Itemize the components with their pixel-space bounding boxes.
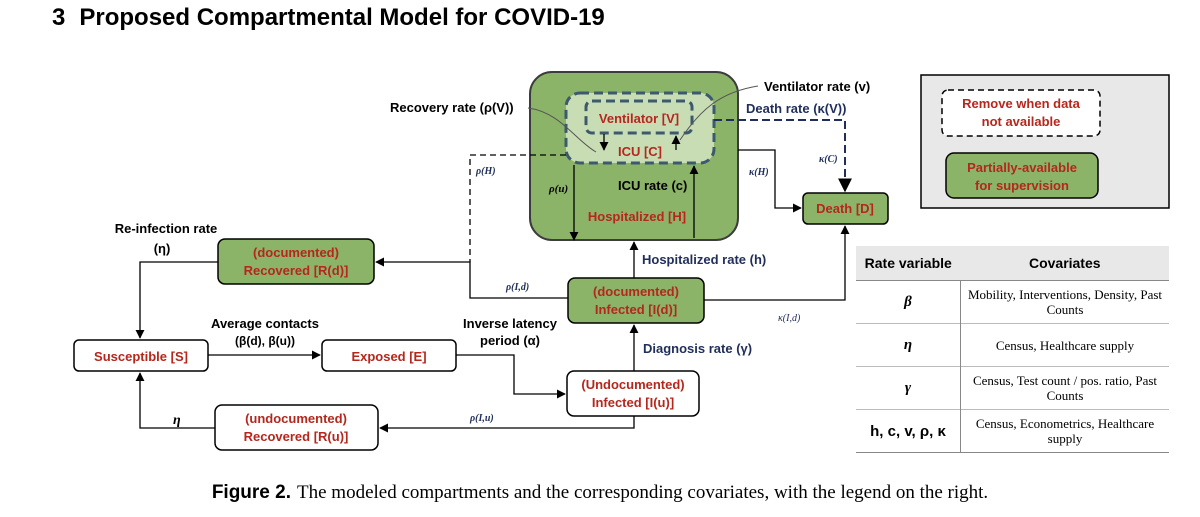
doc-recovered-line2: Recovered [R(d)] [244, 263, 349, 278]
rho-id-label: ρ(I,d) [505, 282, 529, 293]
reinfection-eta-label: (η) [154, 241, 171, 256]
death-box [802, 192, 889, 225]
arrow-rd-to-s [135, 261, 218, 339]
icu-rate-label: ICU rate (c) [618, 178, 687, 193]
death-label: Death [D] [816, 201, 874, 216]
covariates-table: Rate variable Covariates β Mobility, Int… [856, 246, 1169, 453]
arrow-iu-to-ru [379, 416, 635, 433]
inv-latency-alpha-label: period (α) [480, 333, 540, 348]
table-cell-cov: Mobility, Interventions, Density, Past C… [960, 280, 1169, 324]
inv-latency-label: Inverse latency [463, 316, 558, 331]
section-heading: 3 Proposed Compartmental Model for COVID-… [52, 4, 605, 32]
ventilator-label: Ventilator [V] [599, 111, 679, 126]
table-row: h, c, v, ρ, κ Census, Econometrics, Heal… [856, 409, 1169, 453]
arrow-id-to-rd [375, 257, 568, 299]
undoc-infected-line1: (Undocumented) [581, 377, 684, 392]
ventilator-rate-label: Ventilator rate (v) [764, 79, 870, 94]
caption-text: The modeled compartments and the corresp… [297, 482, 989, 503]
legend-partial-line2: for supervision [975, 178, 1069, 193]
kappa-id-label: κ(I,d) [778, 313, 801, 324]
caption-label: Figure 2. [211, 482, 291, 503]
table-row: β Mobility, Interventions, Density, Past… [856, 280, 1169, 324]
recovery-rate-label: Recovery rate (ρ(V)) [390, 100, 514, 115]
table-row: γ Census, Test count / pos. ratio, Past … [856, 366, 1169, 410]
diagnosis-rate-label: Diagnosis rate (γ) [643, 341, 752, 356]
arrow-e-to-iu [456, 354, 566, 399]
table-cell-cov: Census, Econometrics, Healthcare supply [960, 409, 1169, 453]
legend-partial-swatch [945, 152, 1099, 199]
table-cell-var: h, c, v, ρ, κ [856, 409, 961, 453]
table-cell-cov: Census, Test count / pos. ratio, Past Co… [960, 366, 1169, 410]
arrow-icu-to-d [714, 119, 852, 193]
rho-u-label: ρ(u) [548, 183, 568, 195]
table-cell-var: β [856, 280, 961, 324]
table-cell-var: η [856, 323, 961, 367]
eta-label: η [173, 413, 181, 428]
table-row: η Census, Healthcare supply [856, 323, 1169, 367]
avg-contacts-label: Average contacts [211, 316, 319, 331]
ventilator-region [584, 99, 694, 135]
susceptible-label: Susceptible [S] [94, 349, 188, 364]
death-rate-label: Death rate (κ(V)) [746, 101, 846, 116]
recovery-rate-leader [527, 107, 597, 153]
doc-infected-line2: Infected [I(d)] [595, 302, 677, 317]
undoc-infected-line2: Infected [I(u)] [592, 395, 674, 410]
section-number: 3 [52, 4, 66, 31]
ventilator-rate-leader [679, 85, 759, 141]
undoc-recovered-line2: Recovered [R(u)] [244, 429, 349, 444]
arrow-icu-to-rd-dashed [469, 154, 566, 262]
doc-recovered-line1: (documented) [253, 245, 339, 260]
hospitalized-label: Hospitalized [H] [588, 209, 686, 224]
table-header-row: Rate variable Covariates [856, 246, 1169, 281]
arrow-h-to-d [738, 149, 802, 213]
undoc-recovered-line1: (undocumented) [245, 411, 347, 426]
legend-remove-line2: not available [982, 114, 1061, 129]
table-header-covariates: Covariates [960, 246, 1169, 281]
doc-infected-line1: (documented) [593, 284, 679, 299]
icu-label: ICU [C] [618, 144, 662, 159]
arrow-ru-to-s [135, 372, 215, 429]
rho-iu-label: ρ(I,u) [469, 413, 494, 424]
reinfection-rate-label: Re-infection rate [115, 221, 218, 236]
section-title: Proposed Compartmental Model for COVID-1… [79, 4, 605, 31]
kappa-c-label: κ(C) [819, 154, 838, 165]
undoc-infected-box [566, 370, 700, 417]
arrow-id-to-d [704, 225, 850, 301]
legend-remove-line1: Remove when data [962, 96, 1081, 111]
rho-h-label: ρ(H) [475, 166, 496, 177]
table-cell-var: γ [856, 366, 961, 410]
figure-caption: Figure 2. The modeled compartments and th… [0, 482, 1200, 504]
avg-contacts-beta-label: (β(d), β(u)) [235, 334, 295, 348]
legend-partial-line1: Partially-available [967, 160, 1077, 175]
table-cell-cov: Census, Healthcare supply [960, 323, 1169, 367]
legend-remove-swatch [941, 89, 1101, 137]
exposed-label: Exposed [E] [351, 349, 426, 364]
kappa-h-label: κ(H) [749, 167, 769, 178]
table-header-rate-variable: Rate variable [856, 246, 961, 281]
hospitalized-rate-label: Hospitalized rate (h) [642, 252, 766, 267]
